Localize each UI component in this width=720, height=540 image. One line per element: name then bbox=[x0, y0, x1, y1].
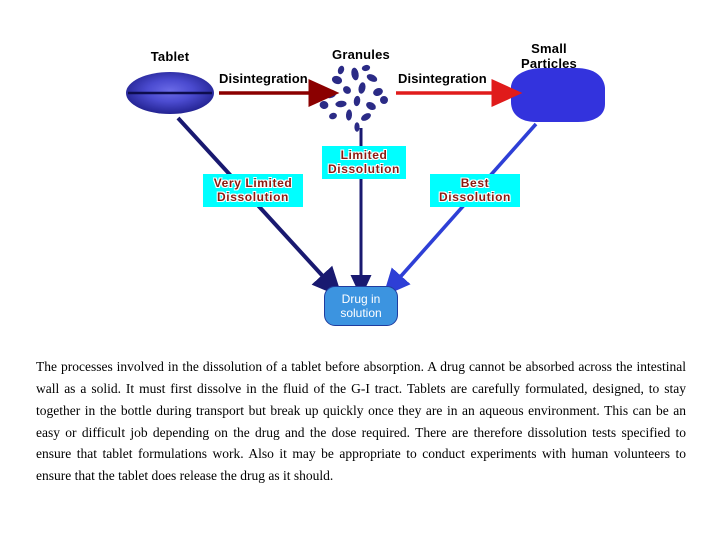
granules-caption: Granules bbox=[332, 47, 390, 62]
drug-in-solution-box: Drug in solution bbox=[324, 286, 398, 326]
tablet-caption: Tablet bbox=[150, 49, 190, 64]
very-limited-dissolution-label: Very Limited Dissolution bbox=[203, 174, 303, 208]
granules-shape bbox=[319, 64, 388, 132]
small-particles-shape bbox=[511, 68, 605, 122]
best-dissolution-label: Best Dissolution bbox=[430, 174, 520, 208]
description-paragraph: The processes involved in the dissolutio… bbox=[36, 359, 686, 484]
limited-dissolution-label: Limited Dissolution bbox=[322, 146, 406, 180]
small-particles-caption: Small Particles bbox=[520, 41, 577, 71]
tablet-shape bbox=[126, 72, 214, 114]
disintegration-label-1: Disintegration bbox=[219, 71, 308, 86]
disintegration-label-2: Disintegration bbox=[398, 71, 487, 86]
dissolution-diagram: Tablet Granules Small Particles Disinteg… bbox=[126, 41, 605, 326]
